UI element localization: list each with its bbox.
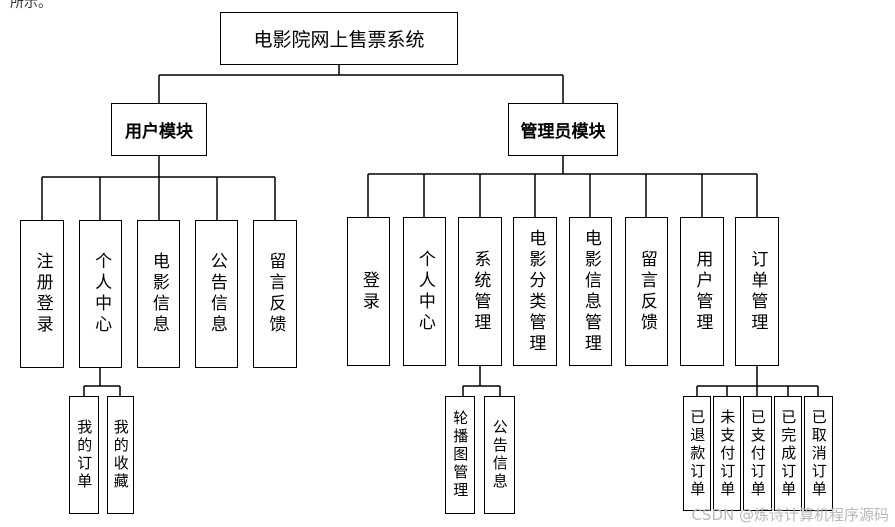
- admin-module-label: 管理员模块: [520, 122, 606, 142]
- user-item-personal-center: 个人中心: [79, 220, 122, 368]
- user-item-label: 电影信息: [148, 252, 169, 336]
- user-module-label: 用户模块: [125, 122, 193, 142]
- admin-item-movie-category-management: 电影分类管理: [513, 217, 557, 366]
- user-item-label: 留言反馈: [265, 252, 286, 336]
- admin-item-order-management: 订单管理: [735, 217, 779, 366]
- admin-child-carousel-management: 轮播图管理: [445, 396, 475, 514]
- order-child-label: 已支付订单: [748, 408, 767, 499]
- admin-item-login: 登录: [347, 217, 390, 366]
- user-item-label: 注册登录: [32, 252, 53, 336]
- order-child-label: 未支付订单: [718, 408, 737, 499]
- order-child-paid: 已支付订单: [743, 396, 772, 511]
- order-child-label: 已取消订单: [809, 408, 828, 499]
- admin-item-label: 电影分类管理: [525, 228, 546, 355]
- admin-item-label: 订单管理: [747, 249, 768, 334]
- corner-text: 所示。: [10, 0, 52, 11]
- user-item-label: 个人中心: [91, 252, 112, 336]
- watermark-text: CSDN @炼诗计算机程序源码: [691, 506, 889, 524]
- user-item-announcements: 公告信息: [195, 220, 238, 368]
- user-child-label: 我的订单: [75, 419, 94, 491]
- admin-item-label: 个人中心: [414, 249, 435, 334]
- admin-module-node: 管理员模块: [508, 103, 618, 156]
- admin-child-label: 轮播图管理: [451, 410, 470, 500]
- admin-item-label: 系统管理: [470, 249, 491, 334]
- admin-item-personal-center: 个人中心: [403, 217, 446, 366]
- admin-item-label: 用户管理: [692, 249, 713, 334]
- user-item-feedback: 留言反馈: [253, 220, 297, 368]
- user-item-register-login: 注册登录: [20, 220, 64, 368]
- user-module-node: 用户模块: [111, 103, 207, 156]
- user-child-my-favorites: 我的收藏: [107, 396, 134, 514]
- admin-child-label: 公告信息: [490, 419, 509, 491]
- admin-item-label: 电影信息管理: [580, 228, 601, 355]
- order-child-refunded: 已退款订单: [683, 396, 711, 511]
- root-label: 电影院网上售票系统: [253, 29, 425, 51]
- user-item-label: 公告信息: [206, 252, 227, 336]
- order-child-cancelled: 已取消订单: [804, 396, 833, 511]
- order-child-completed: 已完成订单: [774, 396, 802, 511]
- admin-item-movie-info-management: 电影信息管理: [569, 217, 612, 366]
- admin-item-label: 留言反馈: [636, 249, 657, 334]
- admin-item-system-management: 系统管理: [458, 217, 502, 366]
- root-node: 电影院网上售票系统: [220, 12, 458, 65]
- order-child-unpaid: 未支付订单: [713, 396, 741, 511]
- order-child-label: 已退款订单: [688, 408, 707, 499]
- order-child-label: 已完成订单: [779, 408, 798, 499]
- user-child-label: 我的收藏: [111, 419, 130, 491]
- admin-item-label: 登录: [358, 270, 379, 313]
- admin-item-user-management: 用户管理: [680, 217, 724, 366]
- admin-child-announcements: 公告信息: [484, 396, 515, 514]
- user-item-movie-info: 电影信息: [137, 220, 180, 368]
- user-child-my-orders: 我的订单: [69, 396, 99, 514]
- admin-item-feedback: 留言反馈: [625, 217, 668, 366]
